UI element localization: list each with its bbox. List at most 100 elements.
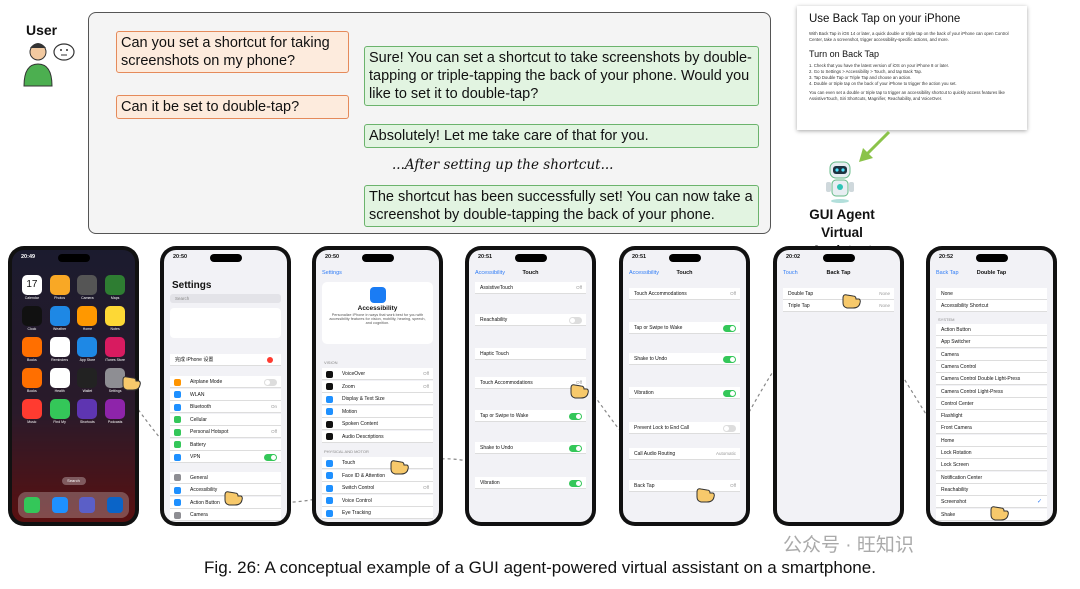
settings-row[interactable]: Home xyxy=(936,435,1047,447)
toggle[interactable] xyxy=(264,454,277,461)
settings-row[interactable]: Front Camera xyxy=(936,422,1047,434)
option-row[interactable]: Accessibility Shortcut xyxy=(936,300,1047,312)
settings-row[interactable]: Lock Screen xyxy=(936,459,1047,471)
back-button[interactable]: Settings xyxy=(322,270,342,276)
setup-banner[interactable]: 完成 iPhone 设置 xyxy=(170,354,281,366)
app-icon[interactable]: Books xyxy=(18,368,46,393)
app-icon[interactable]: Camera xyxy=(74,275,102,300)
settings-row[interactable]: General xyxy=(170,472,281,484)
settings-row[interactable]: Camera Control Double Light-Press xyxy=(936,373,1047,385)
settings-row[interactable]: Vibration xyxy=(475,477,586,489)
settings-row[interactable]: Camera Control xyxy=(936,361,1047,373)
app-icon[interactable]: App Store xyxy=(74,337,102,362)
settings-row[interactable]: Action Button xyxy=(936,324,1047,336)
phone-app-icon[interactable] xyxy=(24,497,40,513)
settings-row[interactable]: Shake to Undo xyxy=(475,442,586,454)
settings-row[interactable]: Cellular xyxy=(170,414,281,426)
teams-app-icon[interactable] xyxy=(79,497,95,513)
settings-row[interactable]: Audio Descriptions xyxy=(322,431,433,443)
settings-row[interactable]: Battery xyxy=(170,439,281,451)
settings-row[interactable]: Tap or Swipe to Wake xyxy=(475,410,586,422)
settings-row[interactable]: Haptic Touch xyxy=(475,348,586,360)
settings-row[interactable]: VPN xyxy=(170,451,281,463)
option-row[interactable]: None xyxy=(936,288,1047,300)
app-icon[interactable]: Podcasts xyxy=(101,399,129,424)
profile-card[interactable] xyxy=(170,308,281,338)
row-label: Prevent Lock to End Call xyxy=(634,425,689,431)
toggle[interactable] xyxy=(569,317,582,324)
settings-row[interactable]: Camera xyxy=(170,509,281,521)
row-label: Motion xyxy=(342,409,357,415)
row-label: Personal Hotspot xyxy=(190,429,228,435)
toggle[interactable] xyxy=(569,445,582,452)
outlook-app-icon[interactable] xyxy=(107,497,123,513)
settings-row[interactable]: Tap or Swipe to Wake xyxy=(629,322,740,334)
app-icon[interactable]: Photos xyxy=(46,275,74,300)
app-icon[interactable]: Find My xyxy=(46,399,74,424)
toggle[interactable] xyxy=(723,356,736,363)
settings-row[interactable]: App Switcher xyxy=(936,336,1047,348)
app-icon[interactable]: Books xyxy=(18,337,46,362)
settings-row[interactable]: Eye Tracking xyxy=(322,507,433,519)
toggle[interactable] xyxy=(723,425,736,432)
row-icon xyxy=(174,391,181,398)
app-icon[interactable]: Home xyxy=(74,306,102,331)
settings-row[interactable]: Vibration xyxy=(629,387,740,399)
toggle[interactable] xyxy=(264,379,277,386)
settings-row[interactable]: Notification Center xyxy=(936,472,1047,484)
settings-row[interactable]: Touch xyxy=(322,457,433,469)
back-button[interactable]: Back Tap xyxy=(936,270,959,276)
settings-row[interactable]: Control Center xyxy=(936,398,1047,410)
toggle[interactable] xyxy=(569,413,582,420)
app-icon[interactable]: Clock xyxy=(18,306,46,331)
home-search[interactable]: Search xyxy=(62,477,86,485)
app-icon[interactable]: Shortcuts xyxy=(74,399,102,424)
settings-row[interactable]: Voice Control xyxy=(322,495,433,507)
app-icon[interactable]: Weather xyxy=(46,306,74,331)
settings-row[interactable]: Camera xyxy=(936,349,1047,361)
app-icon[interactable]: Maps xyxy=(101,275,129,300)
settings-row[interactable]: Prevent Lock to End Call xyxy=(629,422,740,434)
settings-row[interactable]: Reachability xyxy=(936,484,1047,496)
settings-row[interactable]: Reachability xyxy=(475,314,586,326)
settings-row[interactable]: Spoken Content xyxy=(322,418,433,430)
back-button[interactable]: Accessibility xyxy=(475,270,505,276)
back-button[interactable]: Accessibility xyxy=(629,270,659,276)
app-icon[interactable]: Reminders xyxy=(46,337,74,362)
toggle[interactable] xyxy=(723,390,736,397)
toggle[interactable] xyxy=(569,480,582,487)
search-input[interactable]: Search xyxy=(170,294,281,303)
settings-row[interactable]: Airplane Mode xyxy=(170,376,281,388)
settings-row[interactable]: Face ID & Attention xyxy=(322,470,433,482)
row-value: Off xyxy=(576,282,582,294)
app-icon[interactable]: Music xyxy=(18,399,46,424)
back-button[interactable]: Touch xyxy=(783,270,798,276)
settings-row[interactable]: Camera Control Light-Press xyxy=(936,386,1047,398)
settings-row[interactable]: Display & Text Size xyxy=(322,393,433,405)
app-icon[interactable]: Health xyxy=(46,368,74,393)
settings-row[interactable]: Motion xyxy=(322,406,433,418)
row-label: Battery xyxy=(190,442,206,448)
row-value: Off xyxy=(730,480,736,492)
app-icon[interactable]: Wallet xyxy=(74,368,102,393)
app-icon[interactable]: iTunes Store xyxy=(101,337,129,362)
settings-row[interactable]: Flashlight xyxy=(936,410,1047,422)
settings-row[interactable]: Shake to Undo xyxy=(629,353,740,365)
toggle[interactable] xyxy=(723,325,736,332)
settings-row[interactable]: WLAN xyxy=(170,389,281,401)
settings-row[interactable]: Lock Rotation xyxy=(936,447,1047,459)
safari-app-icon[interactable] xyxy=(52,497,68,513)
app-icon[interactable]: Notes xyxy=(101,306,129,331)
